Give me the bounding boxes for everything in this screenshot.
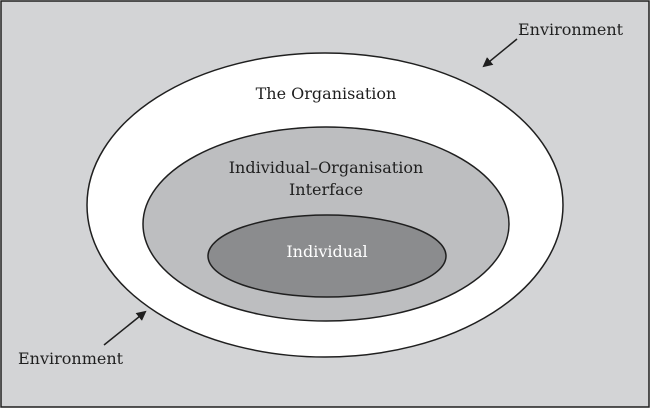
environment-bottom-label: Environment [18, 349, 124, 368]
environment-top-arrow [482, 38, 518, 68]
organisation-label: The Organisation [256, 84, 397, 103]
individual-ellipse [207, 214, 447, 298]
environment-bottom-arrow [103, 310, 147, 346]
environment-top-label: Environment [518, 20, 624, 39]
individual-label: Individual [286, 242, 367, 261]
interface-label-line2: Interface [289, 180, 363, 199]
interface-label-line1: Individual–Organisation [229, 158, 424, 177]
